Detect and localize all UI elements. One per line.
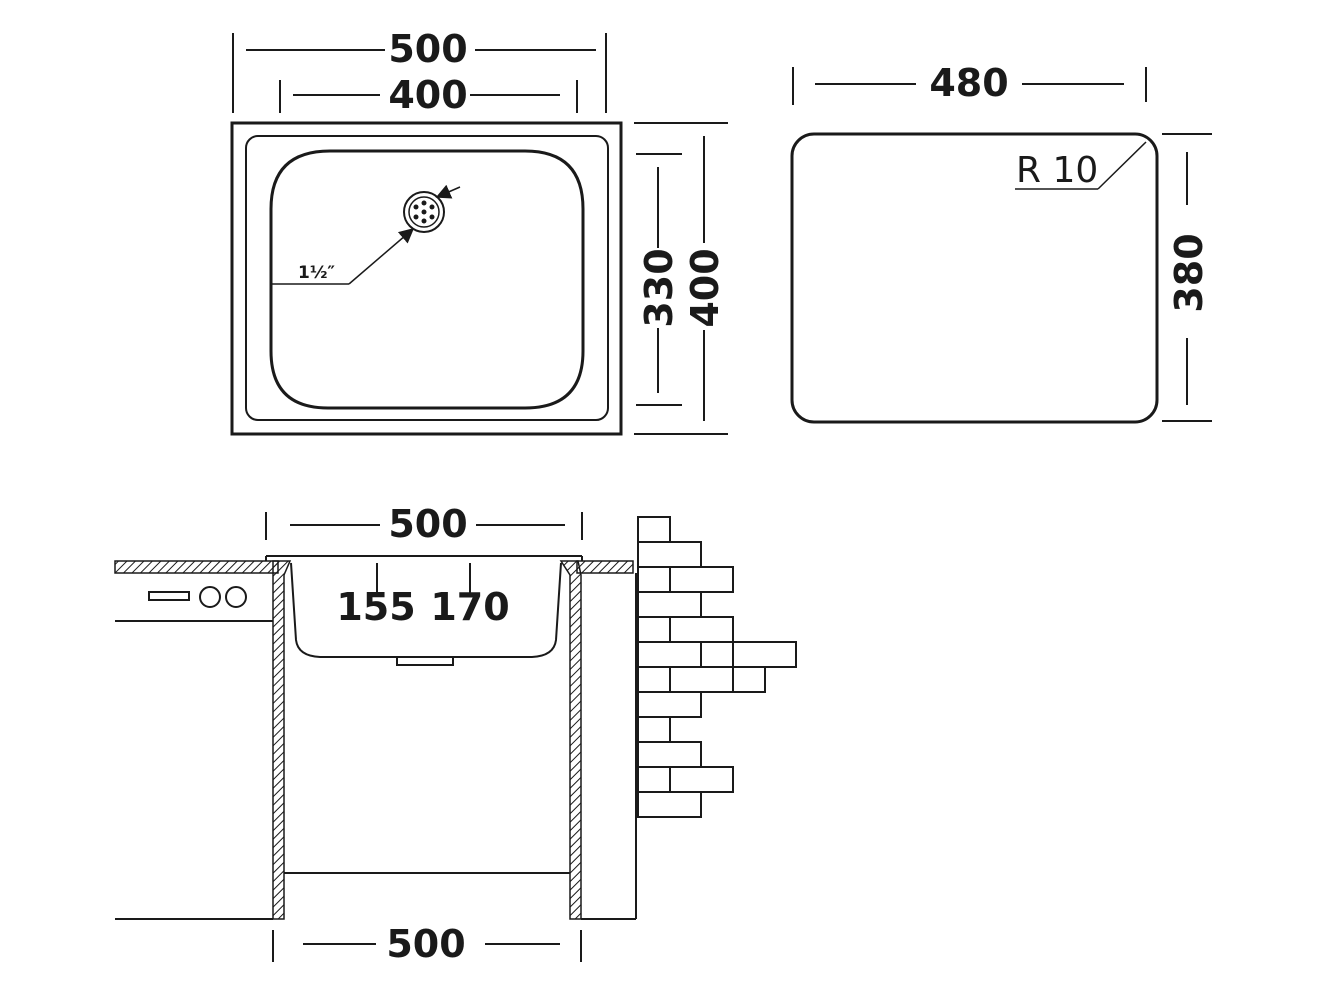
sink-outer-rim [230, 121, 623, 436]
drain-size-label: 1½″ [298, 263, 335, 283]
depth-back-label: 170 [430, 585, 509, 629]
sink-width-dimension: 500 [265, 502, 583, 546]
countertop [114, 555, 634, 574]
top-view: 500 400 1 [230, 27, 728, 436]
corner-radius-label: R 10 [1016, 150, 1098, 191]
inner-height-dimension: 330 [636, 153, 682, 406]
brick-wall [637, 516, 797, 818]
cutout-height-label: 380 [1167, 233, 1211, 312]
cutout-view: 480 R 10 380 [790, 61, 1212, 424]
drain-size-leader: 1½″ [272, 184, 461, 285]
cabinet-width-dimension: 500 [272, 922, 582, 966]
drain-icon [403, 191, 445, 233]
cutout-width-dimension: 480 [792, 61, 1147, 105]
sink-width-label: 500 [388, 502, 467, 546]
sink-bowl-profile [290, 562, 562, 658]
inner-width-dimension: 400 [279, 73, 578, 117]
cutout-height-dimension: 380 [1162, 133, 1212, 422]
depth-front-label: 155 [336, 585, 415, 629]
cabinet-width-label: 500 [386, 922, 465, 966]
inner-width-label: 400 [388, 73, 467, 117]
cabinet [115, 560, 637, 920]
corner-radius-leader: R 10 [1015, 141, 1147, 191]
cutout-width-label: 480 [929, 61, 1008, 105]
drain-fitting [396, 656, 454, 666]
outer-height-dimension: 400 [634, 122, 728, 435]
outer-height-label: 400 [683, 248, 727, 327]
outer-width-dimension: 500 [232, 27, 607, 113]
knob-icon [199, 586, 221, 608]
sink-inner-rim [245, 135, 609, 421]
side-view: 500 155 170 [114, 502, 797, 966]
knob-icon [225, 586, 247, 608]
outer-width-label: 500 [388, 27, 467, 71]
appliance-panel [115, 586, 273, 622]
cutout-outline [790, 132, 1159, 424]
sink-bowl [269, 149, 585, 410]
inner-height-label: 330 [637, 248, 681, 327]
depth-dimensions: 155 170 [336, 563, 510, 629]
